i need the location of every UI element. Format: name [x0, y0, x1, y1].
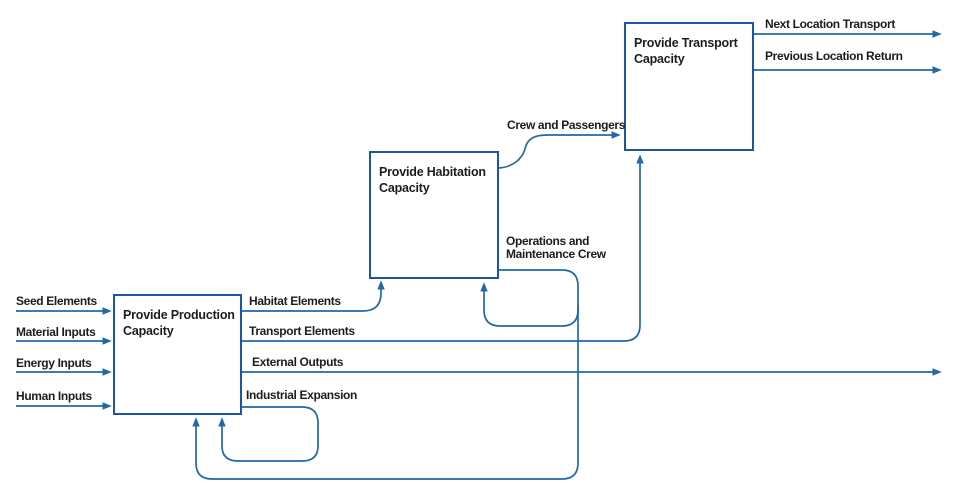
label-industrial-expansion: Industrial Expansion: [246, 388, 358, 402]
flow-om-crew-to-habitation-loop: [480, 282, 579, 327]
flow-crew-and-passengers-line: [498, 131, 621, 169]
label-human-inputs: Human Inputs: [16, 389, 92, 403]
function-box-provide-transport-capacity: Provide Transport Capacity: [624, 22, 754, 151]
label-seed-elements: Seed Elements: [16, 294, 97, 308]
function-box-provide-habitation-capacity: Provide Habitation Capacity: [369, 151, 499, 279]
label-operations-and-maintenance-crew: Operations and Maintenance Crew: [506, 234, 606, 261]
function-box-title: Provide Transport Capacity: [634, 36, 738, 66]
function-box-title: Provide Production Capacity: [123, 308, 235, 338]
label-transport-elements: Transport Elements: [249, 324, 355, 338]
label-habitat-elements: Habitat Elements: [249, 294, 341, 308]
label-crew-and-passengers: Crew and Passengers: [507, 118, 626, 132]
label-energy-inputs: Energy Inputs: [16, 356, 92, 370]
flow-habitat-elements-line: [242, 280, 385, 312]
function-box-provide-production-capacity: Provide Production Capacity: [113, 294, 242, 415]
label-external-outputs: External Outputs: [252, 355, 344, 369]
label-next-location-transport: Next Location Transport: [765, 17, 895, 31]
flow-om-crew-to-production-line: [192, 269, 579, 480]
function-box-title: Provide Habitation Capacity: [379, 165, 486, 195]
label-previous-location-return: Previous Location Return: [765, 49, 903, 63]
flow-transport-elements-line: [242, 154, 644, 342]
flow-industrial-expansion-loop: [218, 406, 319, 462]
label-material-inputs: Material Inputs: [16, 325, 96, 339]
